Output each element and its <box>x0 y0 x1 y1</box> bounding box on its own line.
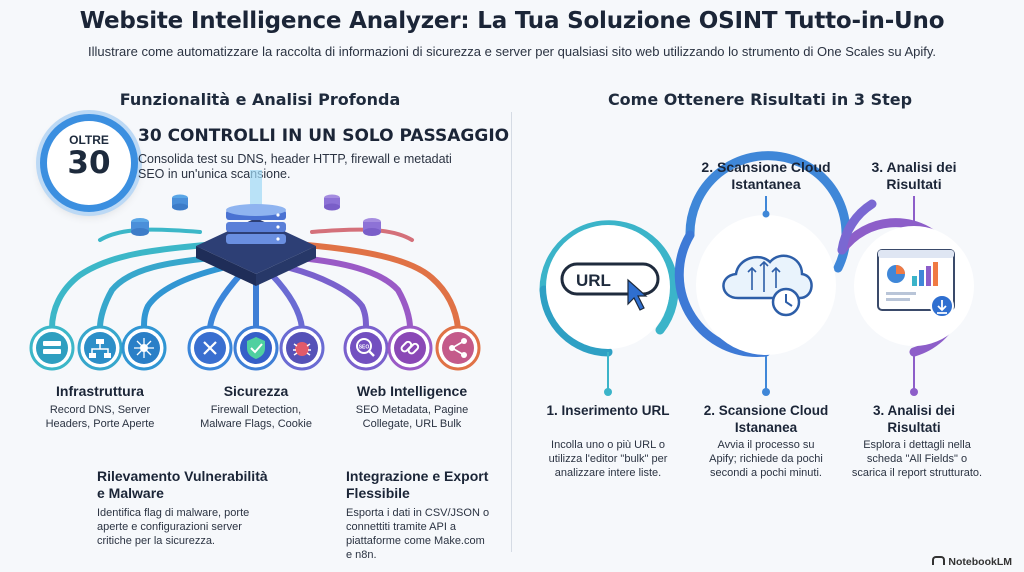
step-desc-line: Apify; richiede da pochi <box>709 453 823 465</box>
section-divider <box>511 112 512 552</box>
feature-vulnerability-desc: Identifica flag di malware, porte aperte… <box>97 506 277 548</box>
step-top-line: Risultati <box>886 176 942 192</box>
url-text: URL <box>576 271 611 290</box>
controls-badge: OLTRE 30 <box>40 114 138 212</box>
step-desc-line: secondi a pochi minuti. <box>710 467 822 479</box>
step-label-line: Risultati <box>887 420 941 435</box>
category-infrastructure-title: Infrastruttura <box>56 383 144 399</box>
category-web-desc: SEO Metadata, Pagine Collegate, URL Bulk <box>342 403 482 431</box>
badge-number: 30 <box>67 145 111 181</box>
brand-watermark: NotebookLM <box>932 556 1012 568</box>
feature-title-line: Integrazione e Export <box>346 468 489 484</box>
category-web-desc-line: Collegate, URL Bulk <box>362 418 462 430</box>
malware-bug-icon <box>279 325 325 371</box>
link-icon <box>387 325 433 371</box>
hub-diagram: SEO <box>29 170 481 371</box>
page-title: Website Intelligence Analyzer: La Tua So… <box>79 8 945 34</box>
feature-integration: Integrazione e Export Flessibile Esporta… <box>346 468 506 562</box>
category-security-desc: Firewall Detection, Malware Flags, Cooki… <box>186 403 326 431</box>
report-dashboard-icon <box>877 249 955 318</box>
feature-integration-title: Integrazione e Export Flessibile <box>346 468 506 502</box>
feature-vulnerability-title: Rilevamento Vulnerabilità e Malware <box>97 468 277 502</box>
svg-text:SEO: SEO <box>359 345 370 351</box>
step1-desc: Incolla uno o più URL o utilizza l'edito… <box>538 438 678 480</box>
steps-heading: Come Ottenere Risultati in 3 Step <box>607 90 913 109</box>
feature-title-line: Flessibile <box>346 485 410 501</box>
step1-label: 1. Inserimento URL <box>546 403 670 418</box>
features-heading: Funzionalità e Analisi Profonda <box>119 90 401 109</box>
step3-top-label: 3. Analisi dei Risultati <box>846 159 982 193</box>
feature-desc-line: piattaforme come Make.com <box>346 535 485 547</box>
seo-icon: SEO <box>343 325 389 371</box>
step-desc-line: Incolla uno o più URL o <box>551 439 665 451</box>
step-connectors <box>604 196 918 396</box>
category-infrastructure-desc: Record DNS, Server Headers, Porte Aperte <box>30 403 170 431</box>
category-web-desc-line: SEO Metadata, Pagine <box>355 404 469 416</box>
controls-title: 30 CONTROLLI IN UN SOLO PASSAGGIO <box>138 126 510 146</box>
step-label-line: 3. Analisi dei <box>872 403 956 418</box>
page-subtitle: Illustrare come automatizzare la raccolt… <box>87 44 937 59</box>
step2-label: 2. Scansione Cloud Istananea <box>694 402 838 436</box>
feature-integration-desc: Esporta i dati in CSV/JSON o connettiti … <box>346 506 506 562</box>
feature-desc-line: Esporta i dati in CSV/JSON o <box>346 507 490 519</box>
feature-desc-line: e n8n. <box>346 549 377 561</box>
feature-desc-line: critiche per la sicurezza. <box>97 535 215 547</box>
step-desc-line: scarica il report strutturato. <box>851 467 983 479</box>
step-label-line: 2. Scansione Cloud <box>703 403 829 418</box>
step-desc-line: Esplora i dettagli nella <box>863 439 971 451</box>
database-icons <box>131 194 381 236</box>
step2-top-label: 2. Scansione Cloud Istantanea <box>690 159 842 193</box>
step-desc-line: utilizza l'editor "bulk" per <box>548 453 668 465</box>
step2-desc: Avvia il processo su Apify; richiede da … <box>694 438 838 480</box>
category-security-title: Sicurezza <box>223 383 289 399</box>
feature-title-line: e Malware <box>97 485 164 501</box>
feature-desc-line: connettiti tramite API a <box>346 521 457 533</box>
firewall-shield-icon <box>187 325 233 371</box>
notebooklm-logo-icon <box>932 556 946 565</box>
category-infrastructure-desc-line: Record DNS, Server <box>49 404 151 416</box>
category-web-title: Web Intelligence <box>356 383 468 399</box>
cloud-scan-icon <box>722 254 813 317</box>
dns-server-icon <box>29 325 75 371</box>
network-icon <box>77 325 123 371</box>
step-desc-line: Avvia il processo su <box>717 439 815 451</box>
step-desc-line: analizzare intere liste. <box>554 467 662 479</box>
security-check-icon <box>233 325 279 371</box>
step3-label: 3. Analisi dei Risultati <box>850 402 978 436</box>
badge-small-text: OLTRE <box>69 133 109 147</box>
central-server-icon <box>196 170 316 286</box>
category-icons: SEO <box>29 325 481 371</box>
feature-title-line: Rilevamento Vulnerabilità <box>97 468 268 484</box>
step-top-line: 3. Analisi dei <box>871 159 957 175</box>
category-security-desc-line: Malware Flags, Cookie <box>200 418 312 430</box>
step3-desc: Esplora i dettagli nella scheda "All Fie… <box>842 438 992 480</box>
feature-desc-line: aperte e configurazioni server <box>97 521 242 533</box>
hub-node-icon <box>121 325 167 371</box>
category-infrastructure-desc-line: Headers, Porte Aperte <box>45 418 155 430</box>
feature-vulnerability: Rilevamento Vulnerabilità e Malware Iden… <box>97 468 277 548</box>
feature-desc-line: Identifica flag di malware, porte <box>97 507 250 519</box>
url-field-icon <box>560 262 660 311</box>
category-security-desc-line: Firewall Detection, <box>210 404 302 416</box>
step-top-line: Istantanea <box>731 176 801 192</box>
brand-text: NotebookLM <box>948 556 1012 568</box>
step-label-line: Istananea <box>734 420 798 435</box>
share-icon <box>435 325 481 371</box>
step-desc-line: scheda "All Fields" o <box>866 453 968 465</box>
step-top-line: 2. Scansione Cloud <box>701 159 831 175</box>
